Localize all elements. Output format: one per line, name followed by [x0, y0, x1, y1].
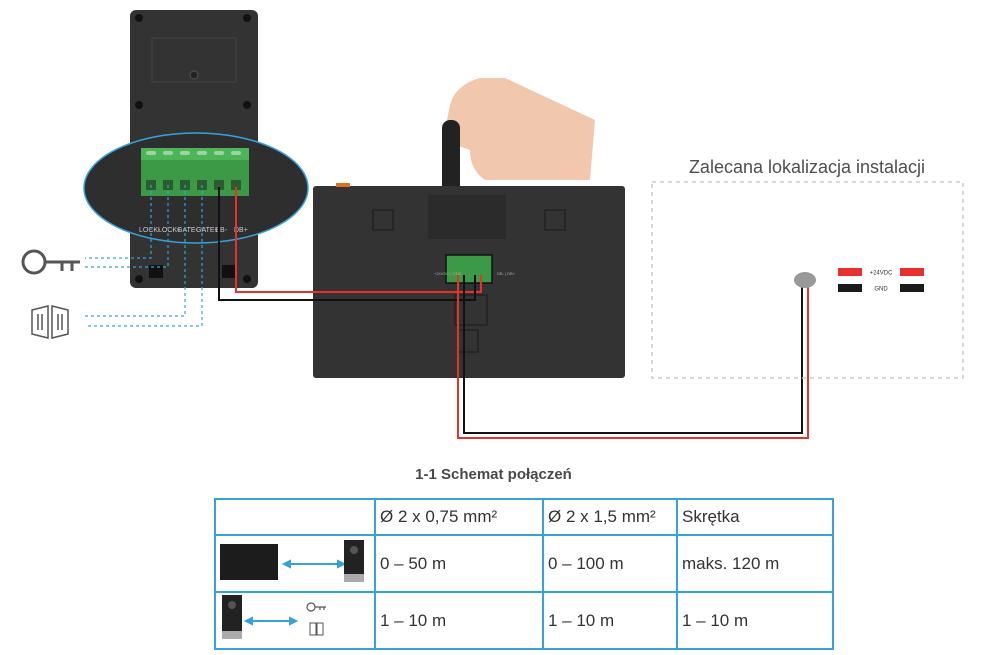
table-header-row: Ø 2 x 0,75 mm² Ø 2 x 1,5 mm² Skrętka: [214, 498, 834, 536]
doorbell-wires: [218, 187, 482, 301]
terminal-label: DB+: [234, 227, 248, 234]
svg-text:+24VDC | GND: +24VDC | GND: [434, 271, 461, 276]
terminal-label: DB-: [215, 227, 228, 234]
table-cell: 1 – 10 m: [542, 591, 678, 650]
power-label-legend: +24VDC GND: [838, 268, 924, 293]
terminal-zoom-ellipse: LOCK-LOCK+GATE-GATE+DB- DB+: [83, 132, 309, 244]
header-cell: Ø 2 x 1,5 mm²: [542, 498, 678, 536]
terminal-label: LOCK-: [139, 227, 161, 234]
power-wires: [457, 275, 809, 439]
svg-text:GND: GND: [874, 287, 888, 293]
table-title: 1-1 Schemat połączeń: [415, 466, 572, 483]
svg-text:DB- | DB+: DB- | DB+: [497, 271, 516, 276]
monitor-unit: +24VDC | GND DB- | DB+: [313, 183, 625, 378]
svg-text:+24VDC: +24VDC: [870, 271, 894, 277]
table-cell: 1 – 10 m: [374, 591, 544, 650]
key-icon: [21, 249, 80, 275]
terminal-label: GATE-: [177, 227, 199, 234]
header-cell: [214, 498, 376, 536]
connection-icon: [220, 540, 364, 582]
table-row: 1 – 10 m 1 – 10 m 1 – 10 m: [214, 591, 834, 650]
header-cell: Skrętka: [676, 498, 834, 536]
cable-spec-table: Ø 2 x 0,75 mm² Ø 2 x 1,5 mm² Skrętka 0 –…: [214, 498, 834, 650]
terminal-label: LOCK+: [158, 227, 181, 234]
gate-icon: [31, 305, 69, 339]
table-cell: 1 – 10 m: [676, 591, 834, 650]
connection-icon: [222, 595, 326, 639]
power-outlet-icon: [794, 272, 816, 288]
table-cell: maks. 120 m: [676, 534, 834, 593]
wiring-diagram: LOCK-LOCK+GATE-GATE+DB- DB+ +24VDC | GND …: [21, 10, 964, 439]
doorbell-lock-illustration: [214, 591, 376, 650]
header-cell: Ø 2 x 0,75 mm²: [374, 498, 544, 536]
monitor-doorbell-illustration: [214, 534, 376, 593]
install-location-box: [651, 181, 964, 379]
install-location-label: Zalecana lokalizacja instalacji: [688, 157, 926, 177]
table-cell: 0 – 50 m: [374, 534, 544, 593]
table-row: 0 – 50 m 0 – 100 m maks. 120 m: [214, 534, 834, 593]
table-cell: 0 – 100 m: [542, 534, 678, 593]
signal-lines: [85, 185, 203, 327]
terminal-label: GATE+: [196, 227, 219, 234]
